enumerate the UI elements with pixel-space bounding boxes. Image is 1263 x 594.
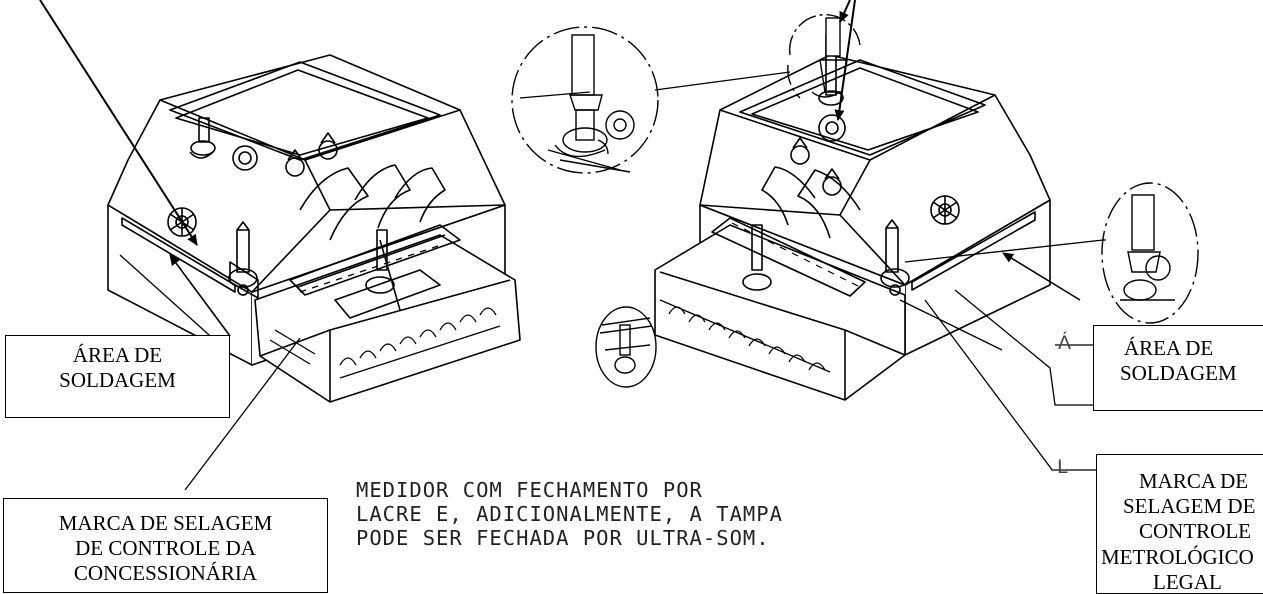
- meter-right: [654, 34, 1051, 401]
- label-metro-line-5: LEGAL: [1153, 569, 1222, 594]
- label-seal-line-3: CONCESSIONÁRIA: [73, 561, 258, 586]
- label-solder-area-left: ÁREA DE SOLDAGEM: [5, 335, 230, 418]
- label-solder-right-line-1: ÁREA DE: [1124, 336, 1214, 360]
- label-metro-line-3: CONTROLE: [1139, 519, 1251, 544]
- detail-top: [511, 26, 659, 174]
- label-seal-line-1: MARCA DE SELAGEM: [58, 511, 273, 535]
- label-solder-line-1: ÁREA DE: [72, 343, 163, 367]
- detail-bottom-left: [595, 306, 657, 388]
- label-solder-line-2: SOLDAGEM: [59, 368, 176, 393]
- caption-line-1: MEDIDOR COM FECHAMENTO POR: [356, 478, 703, 502]
- label-seal-line-2: DE CONTROLE DA: [75, 536, 256, 561]
- drawing-caption: MEDIDOR COM FECHAMENTO POR LACRE E, ADIC…: [356, 478, 783, 550]
- leader-lines: [119, 71, 1106, 491]
- label-metro-line-2: SELAGEM DE: [1123, 494, 1256, 519]
- callout-fragment-l: L: [1057, 456, 1068, 478]
- callout-fragment-a: Á: [1058, 332, 1071, 354]
- meter-left: [107, 54, 521, 403]
- label-seal-metrology: MARCA DE SELAGEM DE CONTROLE METROLÓGICO…: [1096, 454, 1263, 594]
- label-solder-area-right: ÁREA DE SOLDAGEM: [1093, 325, 1263, 411]
- label-solder-right-line-2: SOLDAGEM: [1120, 361, 1237, 386]
- label-seal-concessionaire: MARCA DE SELAGEM DE CONTROLE DA CONCESSI…: [3, 498, 328, 593]
- detail-top-right: [787, 14, 861, 99]
- caption-line-2: LACRE E, ADICIONALMENTE, A TAMPA: [356, 502, 783, 526]
- label-metro-line-1: MARCA DE: [1139, 469, 1249, 493]
- label-metro-line-4: METROLÓGICO: [1101, 544, 1254, 569]
- caption-line-3: PODE SER FECHADA POR ULTRA-SOM.: [356, 526, 770, 550]
- arrows: [39, 0, 1081, 351]
- detail-right: [1101, 182, 1199, 324]
